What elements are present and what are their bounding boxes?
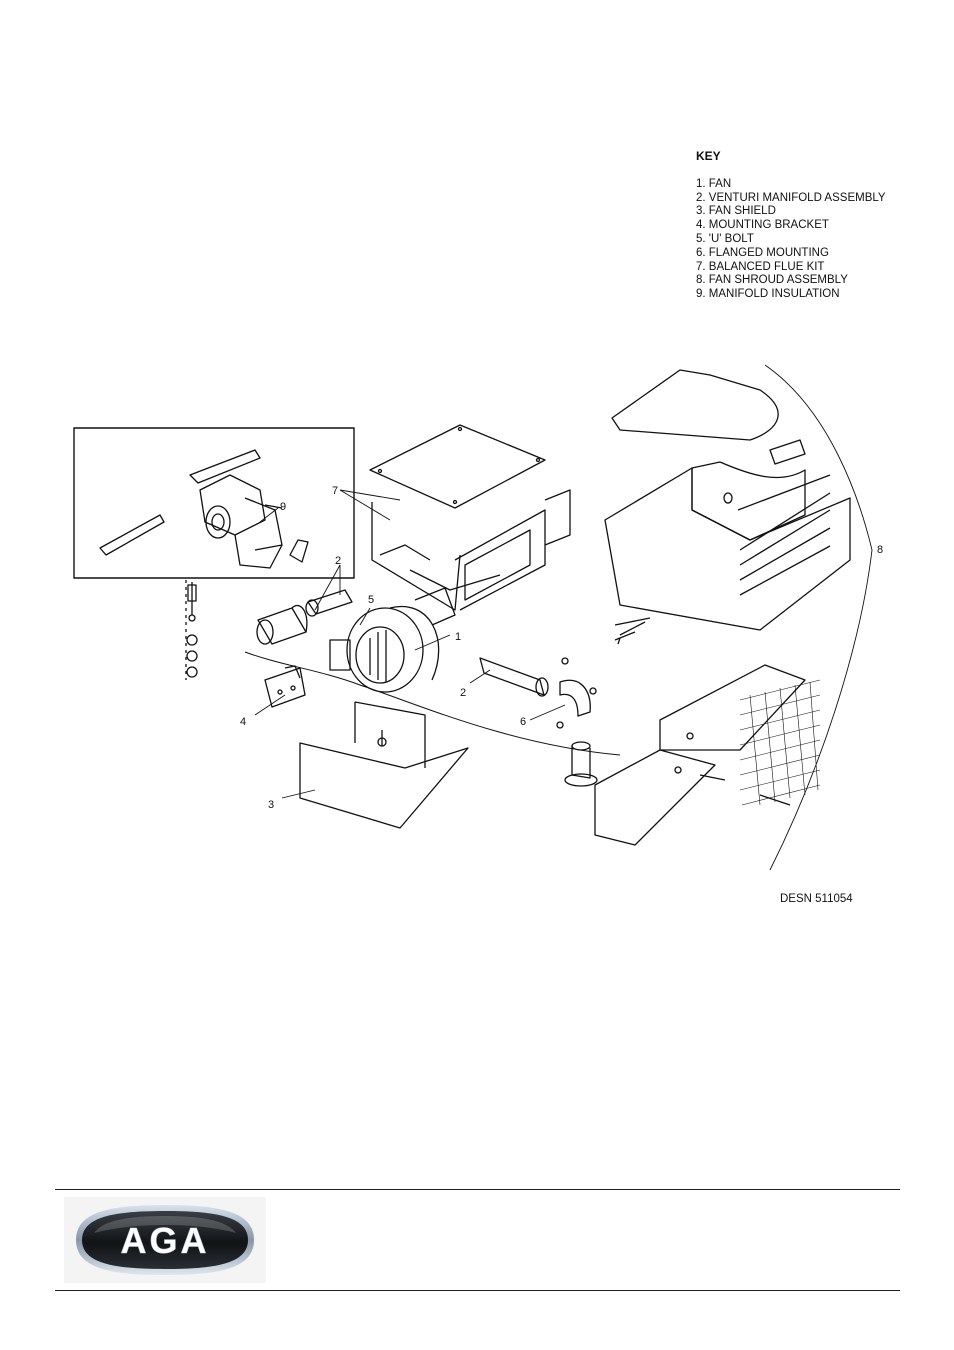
key-item: 2. VENTURI MANIFOLD ASSEMBLY (696, 191, 886, 204)
fan (329, 587, 456, 693)
callout-2b: 2 (460, 687, 466, 699)
callout-3: 3 (268, 799, 274, 811)
fixings-column (185, 580, 198, 680)
parts-key: KEY 1. FAN 2. VENTURI MANIFOLD ASSEMBLY … (696, 149, 926, 302)
callout-5: 5 (368, 594, 374, 606)
callout-9: 9 (280, 501, 286, 513)
mounting-bracket (264, 665, 306, 708)
flanged-mounting (559, 679, 598, 787)
footer-rule-bottom (55, 1290, 900, 1291)
venturi-manifold (256, 589, 549, 697)
insulation-hatching (739, 679, 821, 806)
callout-leaders (254, 364, 873, 871)
key-item: 5. 'U' BOLT (696, 232, 754, 245)
key-item: 8. FAN SHROUD ASSEMBLY (696, 274, 848, 287)
drawing-reference: DESN 511054 (780, 893, 853, 905)
callout-2: 2 (335, 555, 341, 567)
key-item: 9. MANIFOLD INSULATION (696, 288, 840, 301)
key-item: 1. FAN (696, 177, 732, 190)
balanced-flue-kit (369, 424, 571, 611)
aga-logo: AGA (64, 1197, 266, 1283)
callout-1: 1 (455, 631, 461, 643)
shroud-tray (594, 664, 806, 846)
callout-7: 7 (332, 485, 338, 497)
callout-6: 6 (520, 716, 526, 728)
cable (244, 651, 621, 756)
fan-shroud-assembly (604, 369, 851, 636)
exploded-parts-diagram: 1 2 2 3 4 5 6 7 8 9 (73, 364, 883, 871)
key-item: 3. FAN SHIELD (696, 205, 776, 218)
fan-shield (299, 701, 469, 829)
callout-4: 4 (240, 716, 246, 728)
screws (556, 617, 791, 806)
callout-8: 8 (877, 544, 883, 556)
key-title: KEY (696, 149, 721, 163)
key-item: 6. FLANGED MOUNTING (696, 246, 829, 259)
inset-detail (73, 427, 355, 579)
key-item: 7. BALANCED FLUE KIT (696, 260, 825, 273)
key-item: 4. MOUNTING BRACKET (696, 219, 829, 232)
footer-rule-top (55, 1189, 900, 1190)
svg-text:AGA: AGA (121, 1220, 210, 1261)
